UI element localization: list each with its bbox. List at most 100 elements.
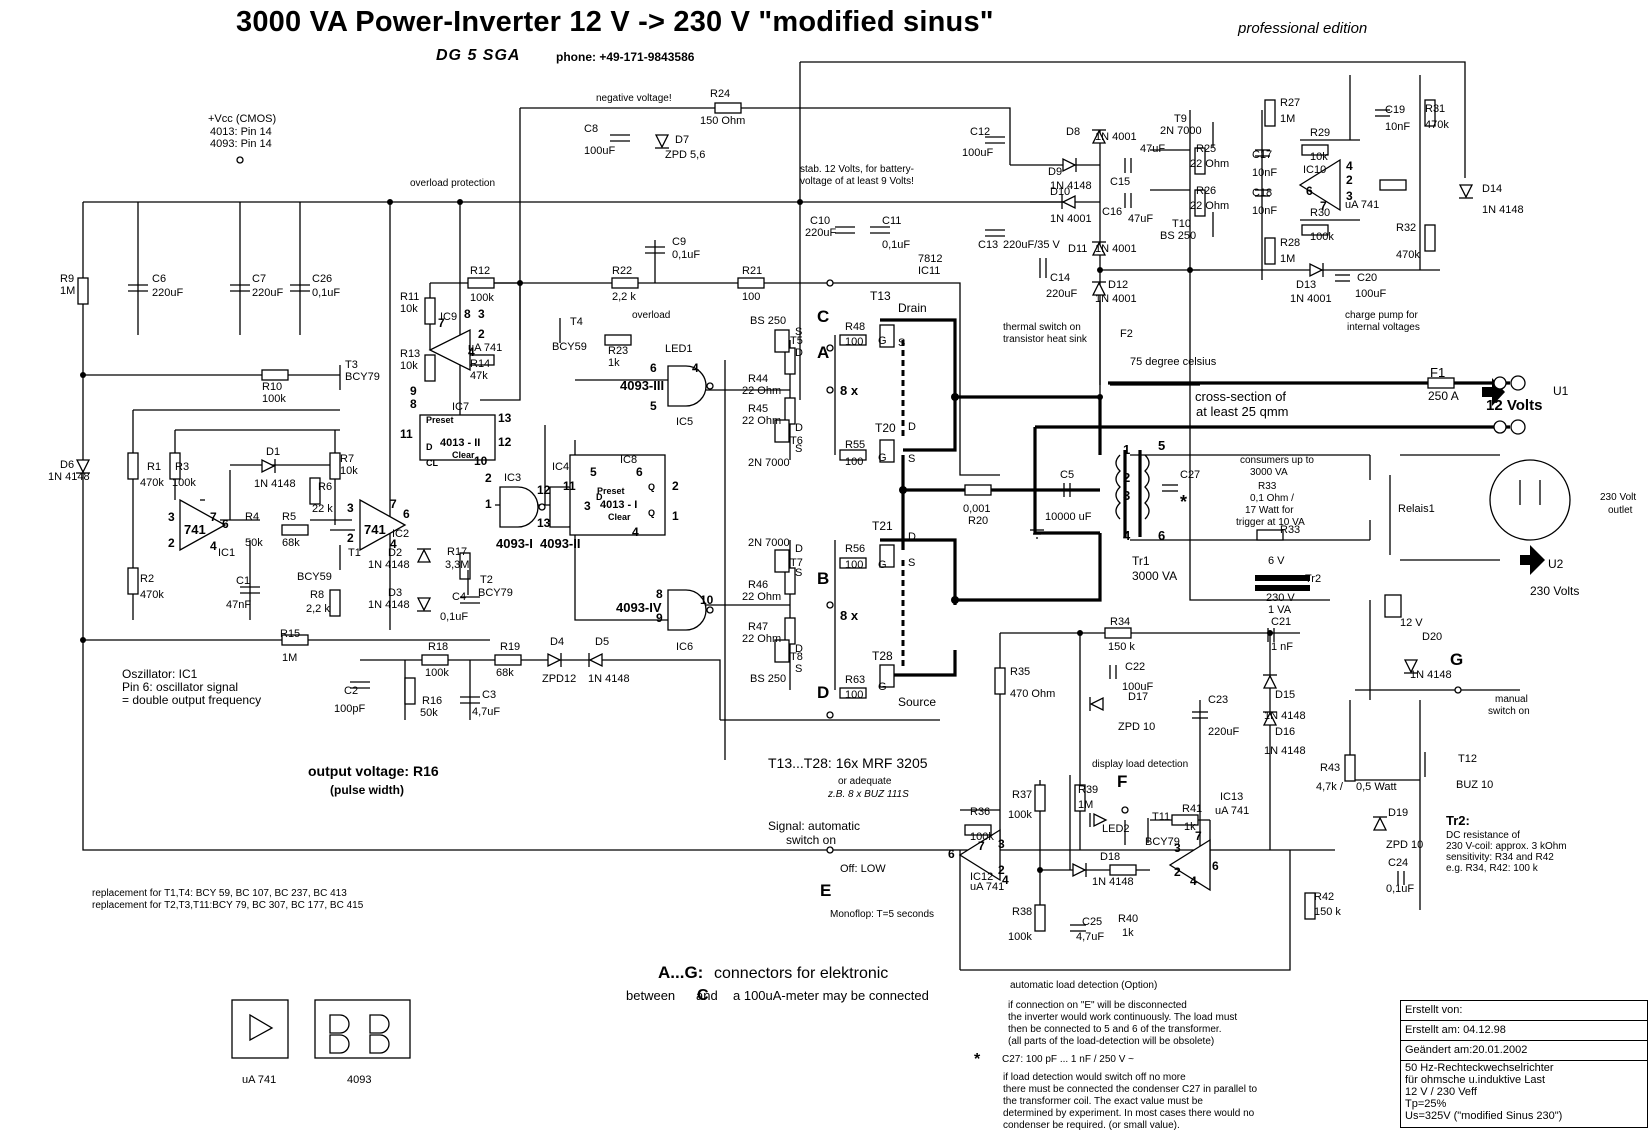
capacitors xyxy=(128,109,1405,932)
annotations: +Vcc (CMOS) 4013: Pin 14 4093: Pin 14 ov… xyxy=(92,93,1636,1130)
svg-text:1k: 1k xyxy=(608,357,620,369)
svg-text:D10: D10 xyxy=(1050,186,1070,198)
svg-text:D16: D16 xyxy=(1275,726,1295,738)
svg-text:D3: D3 xyxy=(388,587,402,599)
cross-section-label-2: at least 25 qmm xyxy=(1196,404,1289,419)
svg-text:G: G xyxy=(878,452,887,464)
svg-text:C5: C5 xyxy=(1060,469,1074,481)
svg-text:IC6: IC6 xyxy=(676,641,693,653)
svg-text:4: 4 xyxy=(1346,159,1353,173)
svg-text:220uF: 220uF xyxy=(252,287,283,299)
charge-pump-label-2: internal voltages xyxy=(1347,322,1420,333)
svg-text:1M: 1M xyxy=(282,652,297,664)
svg-text:1: 1 xyxy=(672,509,679,523)
svg-text:100: 100 xyxy=(845,559,863,571)
svg-text:6: 6 xyxy=(636,465,643,479)
svg-text:4: 4 xyxy=(468,345,475,359)
svg-text:BCY59: BCY59 xyxy=(297,571,332,583)
op-amps xyxy=(179,158,1341,892)
connector-d: D xyxy=(817,683,829,702)
connector-markers xyxy=(236,156,1462,854)
svg-text:C26: C26 xyxy=(312,273,332,285)
callsign-logo: DG 5 SGA xyxy=(436,47,521,64)
svg-text:D: D xyxy=(795,643,803,655)
svg-text:1k: 1k xyxy=(1184,821,1196,833)
svg-text:C6: C6 xyxy=(152,273,166,285)
c27-note-asterisk: * xyxy=(974,1051,981,1068)
svg-text:1M: 1M xyxy=(1280,253,1295,265)
svg-text:ZPD 10: ZPD 10 xyxy=(1118,721,1155,733)
svg-text:100: 100 xyxy=(845,689,863,701)
svg-text:D1: D1 xyxy=(266,446,280,458)
tr1-label: Tr1 xyxy=(1132,554,1150,568)
note1-line4: (all parts of the load-detection will be… xyxy=(1008,1036,1214,1047)
note2-line5: condenser be required. (or small value). xyxy=(1003,1120,1180,1130)
description-line: 12 V / 230 Veff xyxy=(1405,1086,1477,1098)
svg-text:T9: T9 xyxy=(1174,113,1187,125)
changed-on: Geändert am:20.01.2002 xyxy=(1401,1041,1647,1061)
svg-text:1M: 1M xyxy=(1280,113,1295,125)
svg-text:R5: R5 xyxy=(282,511,296,523)
svg-text:R14: R14 xyxy=(470,358,490,370)
svg-text:10nF: 10nF xyxy=(1385,121,1410,133)
diodes xyxy=(75,129,1474,878)
svg-text:R23: R23 xyxy=(608,345,628,357)
svg-text:T10: T10 xyxy=(1172,218,1191,230)
svg-text:220uF: 220uF xyxy=(805,227,836,239)
connector-g: G xyxy=(1450,650,1463,669)
svg-text:D11: D11 xyxy=(1068,243,1087,255)
auto-load-label: automatic load detection (Option) xyxy=(1010,980,1157,991)
svg-text:R15: R15 xyxy=(280,628,300,640)
pulse-width-label: (pulse width) xyxy=(330,783,404,797)
svg-text:7: 7 xyxy=(1195,829,1202,843)
svg-text:BCY79: BCY79 xyxy=(1145,836,1180,848)
svg-text:1N 4148: 1N 4148 xyxy=(1050,180,1092,192)
svg-text:T12: T12 xyxy=(1458,753,1477,765)
svg-text:150 k: 150 k xyxy=(1108,641,1135,653)
svg-text:2: 2 xyxy=(347,531,354,545)
svg-text:G: G xyxy=(878,681,887,693)
svg-text:10: 10 xyxy=(474,454,488,468)
svg-text:D2: D2 xyxy=(388,547,402,559)
c27-note: C27: 100 pF ... 1 nF / 250 V ~ xyxy=(1002,1054,1134,1065)
replacement-label-2: replacement for T2,T3,T11:BCY 79, BC 307… xyxy=(92,900,364,911)
svg-text:uA 741: uA 741 xyxy=(1345,199,1379,211)
svg-text:C18: C18 xyxy=(1252,187,1272,199)
note2-line1: if load detection would switch off no mo… xyxy=(1003,1072,1186,1083)
input-terminals xyxy=(1493,375,1526,435)
svg-text:R41: R41 xyxy=(1182,803,1202,815)
svg-text:3: 3 xyxy=(478,307,485,321)
svg-text:0,5 Watt: 0,5 Watt xyxy=(1356,781,1397,793)
svg-text:1N 4148: 1N 4148 xyxy=(1092,876,1134,888)
svg-text:6: 6 xyxy=(222,517,229,531)
svg-text:D12: D12 xyxy=(1108,279,1128,291)
f1-value: 250 A xyxy=(1428,389,1459,403)
svg-text:470k: 470k xyxy=(140,477,164,489)
svg-text:D20: D20 xyxy=(1422,631,1442,643)
resistors-horizontal xyxy=(261,102,1455,876)
svg-text:1N 4148: 1N 4148 xyxy=(48,471,90,483)
svg-text:C25: C25 xyxy=(1082,916,1102,928)
svg-text:IC5: IC5 xyxy=(676,416,693,428)
svg-text:IC7: IC7 xyxy=(452,401,469,413)
svg-text:R36: R36 xyxy=(970,806,990,818)
svg-text:2: 2 xyxy=(478,327,485,341)
svg-text:R10: R10 xyxy=(262,381,282,393)
svg-text:IC11: IC11 xyxy=(918,265,940,277)
svg-text:R21: R21 xyxy=(742,265,762,277)
vcc-label: +Vcc (CMOS) xyxy=(208,113,276,125)
svg-text:22 Ohm: 22 Ohm xyxy=(742,385,781,397)
svg-text:3: 3 xyxy=(1346,189,1353,203)
svg-text:BS 250: BS 250 xyxy=(1160,230,1196,242)
drain-label: Drain xyxy=(898,301,927,315)
svg-text:1N 4001: 1N 4001 xyxy=(1095,131,1137,143)
junction-dots xyxy=(80,199,1273,873)
description-line: Tp=25% xyxy=(1405,1098,1447,1110)
svg-text:uA 741: uA 741 xyxy=(468,342,502,354)
svg-text:C9: C9 xyxy=(672,236,686,248)
svg-text:G: G xyxy=(878,559,887,571)
svg-text:D15: D15 xyxy=(1275,689,1295,701)
tr2-line2: 230 V-coil: approx. 3 kOhm xyxy=(1446,841,1567,852)
svg-text:3,3M: 3,3M xyxy=(445,559,469,571)
svg-text:T8: T8 xyxy=(790,651,803,663)
